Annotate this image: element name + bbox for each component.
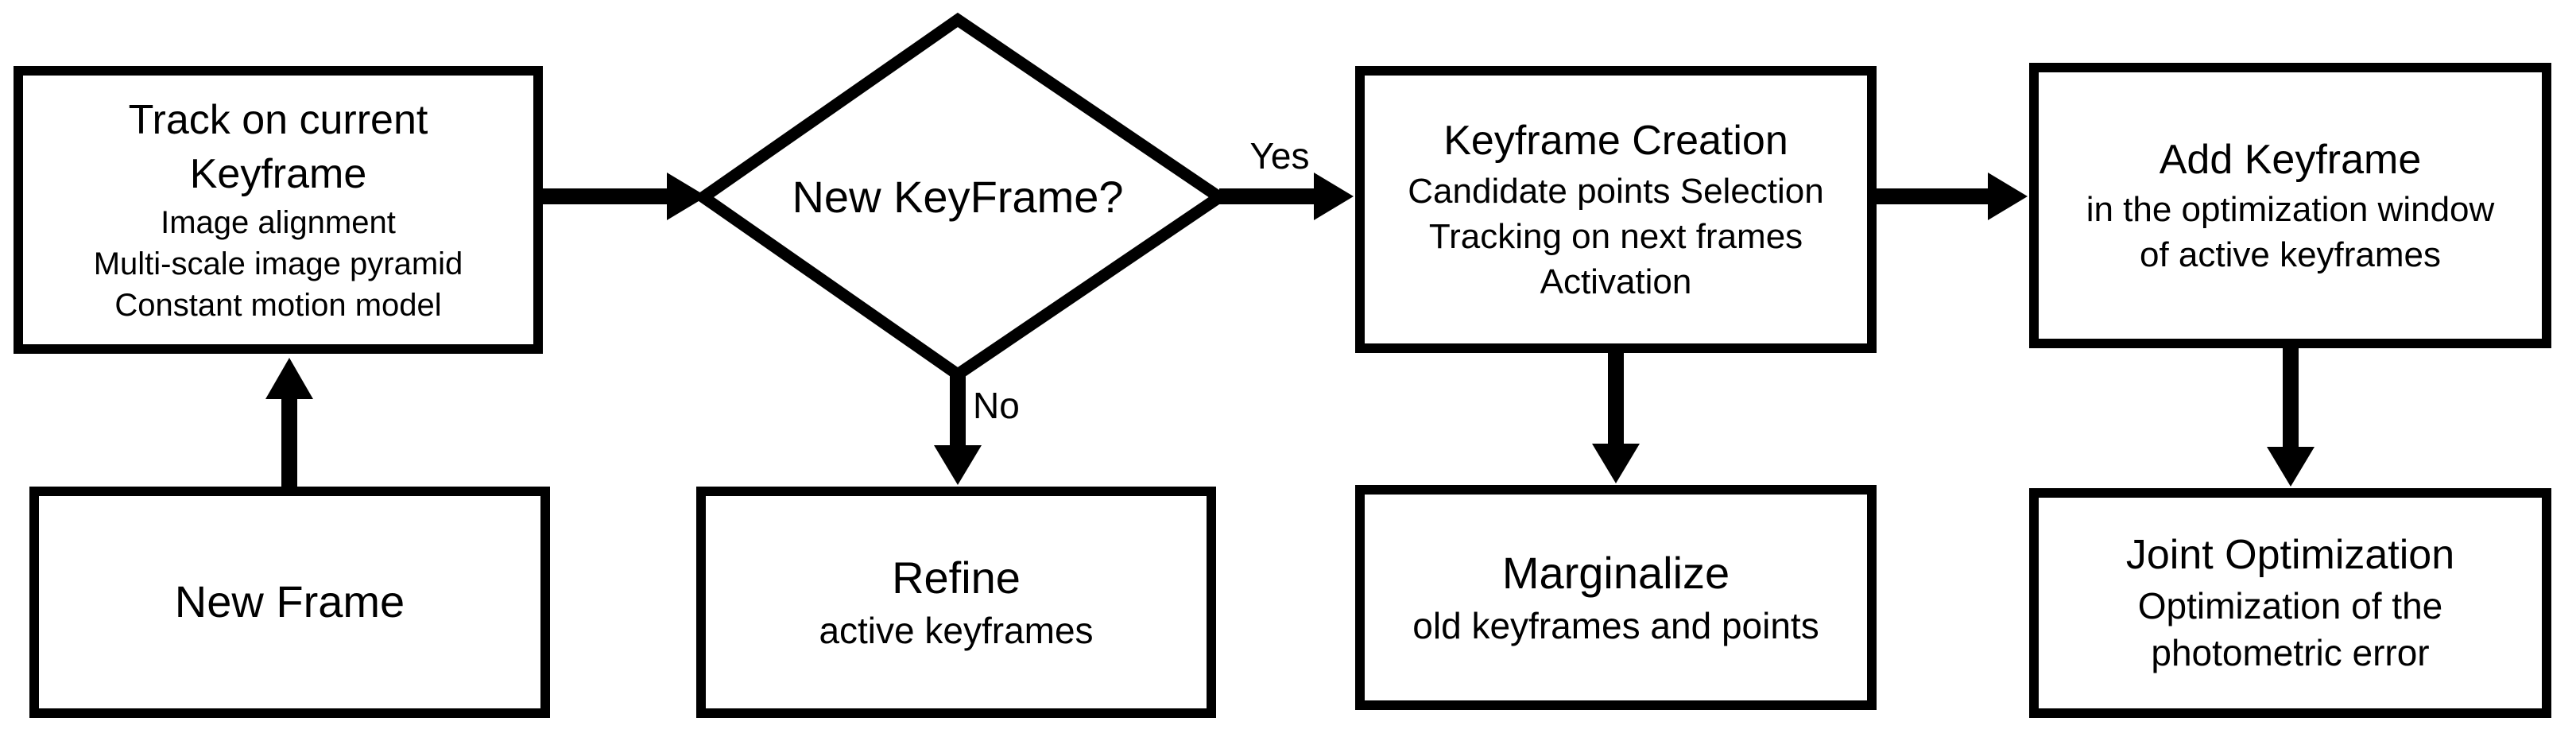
- node-detail-line: active keyframes: [819, 610, 1094, 651]
- node-title-line: Keyframe: [189, 151, 367, 197]
- node-title-line: Joint Optimization: [2125, 531, 2455, 578]
- node-new-frame: New Frame: [29, 487, 550, 718]
- node-title-line: Track on current: [128, 97, 428, 144]
- node-track-on-current-keyframe: Track on current Keyframe Image alignmen…: [14, 66, 543, 354]
- node-title-line: Add Keyframe: [2159, 136, 2422, 183]
- node-detail-line: Candidate points Selection: [1408, 171, 1824, 211]
- arrow-keyframe-creation-to-add-keyframe-head: [1988, 173, 2028, 220]
- node-detail-line: Multi-scale image pyramid: [93, 246, 463, 281]
- arrow-new-frame-to-track-head: [265, 358, 313, 399]
- arrow-add-keyframe-to-joint-optimization-head: [2267, 447, 2315, 487]
- node-add-keyframe: Add Keyframe in the optimization window …: [2029, 63, 2551, 348]
- arrow-keyframe-creation-to-marginalize-head: [1592, 444, 1640, 483]
- node-title-line: Refine: [892, 553, 1021, 603]
- node-title-line: New Frame: [174, 576, 405, 627]
- node-title-line: Marginalize: [1501, 548, 1730, 599]
- node-detail-line: Tracking on next frames: [1428, 216, 1803, 256]
- node-title-line: Keyframe Creation: [1443, 117, 1788, 164]
- node-detail-line: Constant motion model: [114, 287, 442, 323]
- node-detail-line: of active keyframes: [2139, 235, 2442, 275]
- edge-label-yes: Yes: [1249, 135, 1310, 176]
- arrow-track-to-decision-head: [667, 173, 707, 220]
- arrow-decision-to-keyframe-creation-head: [1314, 173, 1354, 220]
- node-refine: Refine active keyframes: [696, 487, 1216, 718]
- node-detail-line: photometric error: [2151, 632, 2430, 674]
- node-keyframe-creation: Keyframe Creation Candidate points Selec…: [1355, 66, 1877, 353]
- node-detail-line: in the optimization window: [2086, 190, 2495, 230]
- node-detail-line: old keyframes and points: [1412, 605, 1819, 646]
- decision-new-keyframe-label: New KeyFrame?: [792, 172, 1124, 222]
- node-detail-line: Image alignment: [161, 204, 396, 240]
- node-marginalize: Marginalize old keyframes and points: [1355, 485, 1877, 710]
- node-detail-line: Activation: [1540, 262, 1692, 301]
- node-detail-line: Optimization of the: [2137, 584, 2443, 626]
- arrow-decision-to-refine-head: [934, 445, 982, 485]
- node-joint-optimization: Joint Optimization Optimization of the p…: [2029, 488, 2551, 718]
- edge-label-no: No: [973, 385, 1020, 426]
